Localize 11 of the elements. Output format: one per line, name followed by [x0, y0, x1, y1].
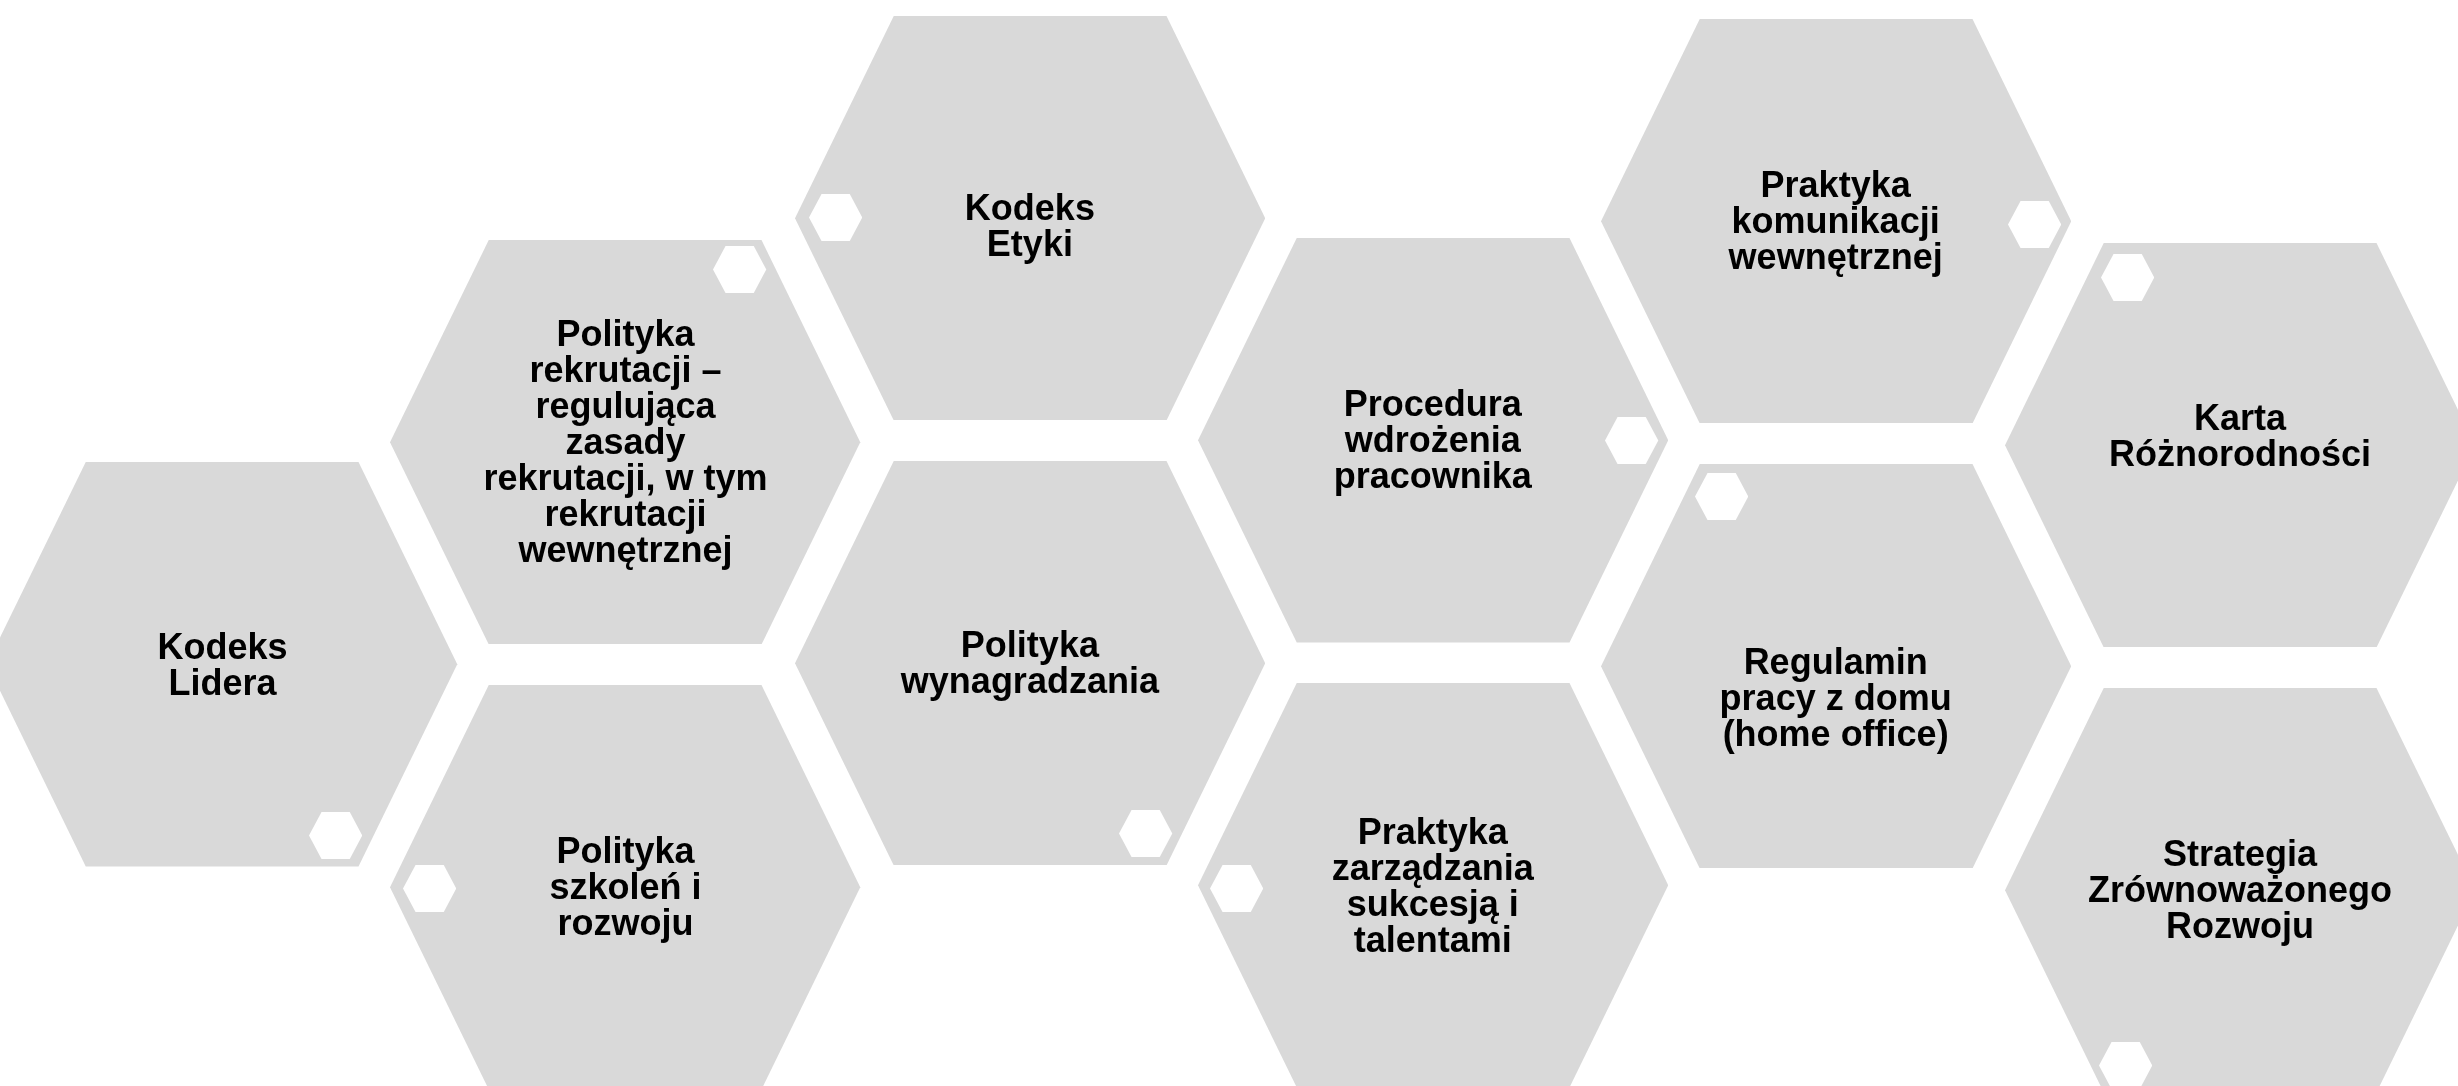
hexagon-label: Praktyka komunikacji wewnętrznej — [1727, 167, 1944, 275]
hexagon-label: Polityka szkoleń i rozwoju — [548, 833, 703, 942]
hexagon-label: Procedura wdrożenia pracownika — [1332, 386, 1533, 495]
hexagon-label: Kodeks Lidera — [156, 628, 289, 701]
hexagon-label: Polityka rekrutacji – regulująca zasady rekrutacji, w tym rekrutacji wewnętrznej — [482, 316, 769, 569]
hexagon-label: Polityka wynagradzania — [899, 627, 1161, 700]
hexagon-label: Strategia Zrównoważonego Rozwoju — [2087, 836, 2394, 945]
hexagon-label: Karta Różnorodności — [2108, 399, 2373, 472]
hexagon-label: Praktyka zarządzania sukcesją i talentami — [1330, 813, 1535, 958]
hexagon-label: Kodeks Etyki — [963, 189, 1096, 262]
hexagon-label: Regulamin pracy z domu (home office) — [1718, 643, 1953, 752]
